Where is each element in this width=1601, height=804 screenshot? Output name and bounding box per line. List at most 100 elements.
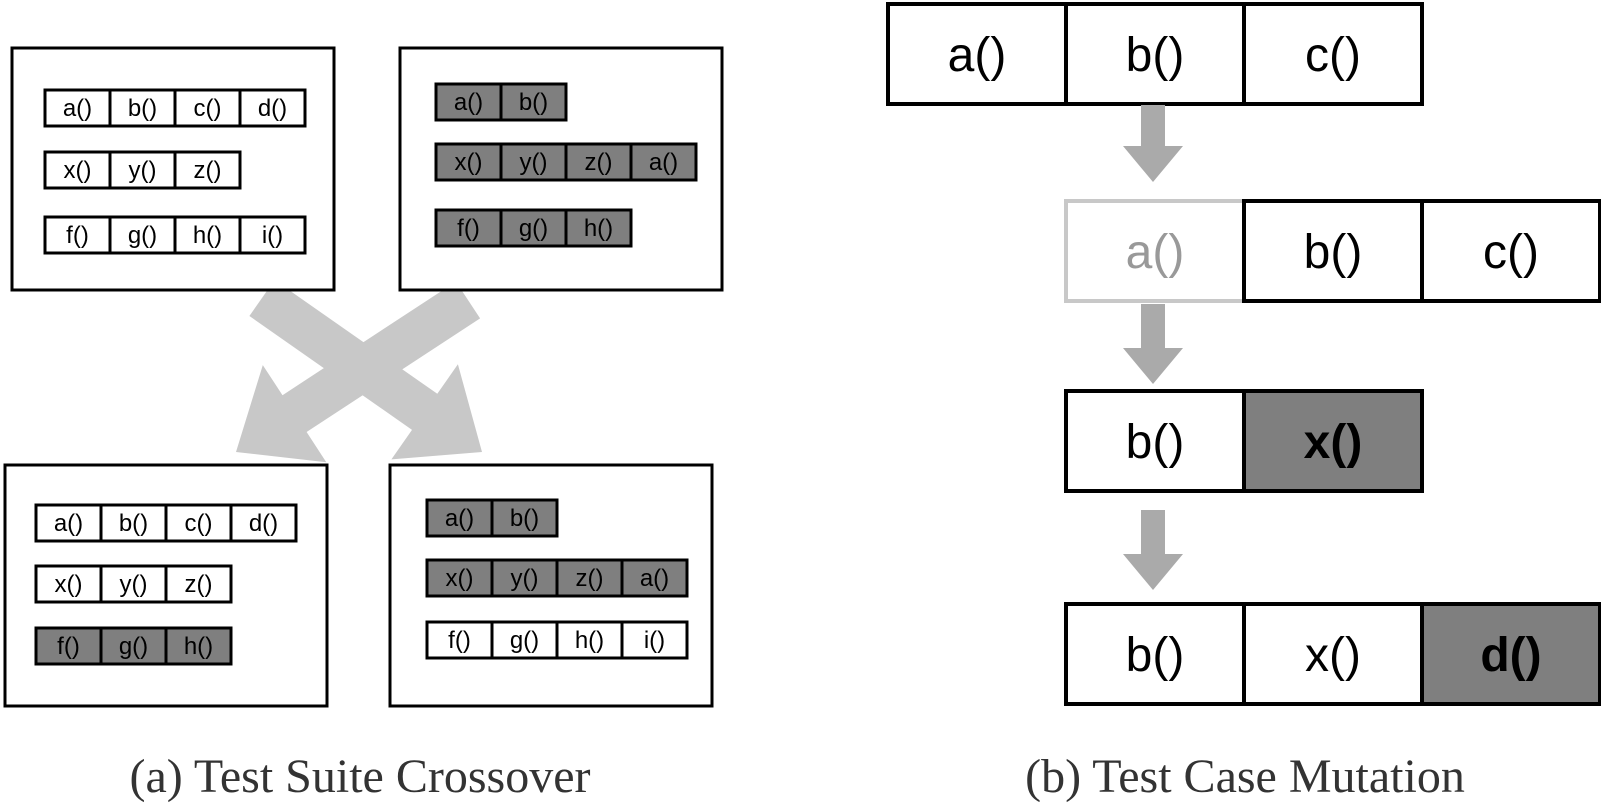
method-call-label: z(): [185, 571, 213, 598]
mutation-arrow: [1123, 105, 1183, 182]
method-call-label: c(): [194, 95, 222, 122]
method-call-label: a(): [54, 510, 83, 537]
test-case-row: x() y() z() a(): [425, 558, 689, 598]
method-call-label: d(): [258, 95, 287, 122]
method-call-cell: [238, 215, 307, 255]
method-call-label: a(): [63, 95, 92, 122]
method-call-cell: [229, 503, 298, 543]
test-case-row: f() g() h(): [34, 626, 233, 666]
test-case-row: x() y() z(): [43, 150, 242, 190]
method-call-cell: [164, 564, 233, 604]
mutation-step: b() x(): [1064, 389, 1424, 493]
method-call-label: y(): [129, 157, 157, 184]
method-call-label: b(): [119, 510, 148, 537]
method-call-label: b(): [519, 89, 548, 116]
method-call-label: a(): [948, 29, 1007, 82]
method-call-label: y(): [120, 571, 148, 598]
test-case-row: f()g()h(): [434, 208, 633, 248]
method-call-cell: [108, 215, 177, 255]
test-case-row: f() g() h() i(): [425, 620, 689, 660]
test-case-row: a()b()c()d(): [34, 503, 298, 543]
method-call-cell: [1064, 199, 1246, 303]
method-call-label: a(): [445, 505, 474, 532]
crossover-arrow-body-right: [249, 280, 482, 460]
method-call-cell: [499, 82, 568, 122]
method-call-label: i(): [644, 627, 665, 654]
method-call-label: h(): [184, 633, 213, 660]
method-call-cell: [1242, 602, 1424, 706]
test-case-row: a() b() c() d(): [43, 88, 307, 128]
mutation-steps: a()b()c()a()b()c()b()x()b()x()d(): [886, 2, 1601, 706]
method-call-cell: [555, 620, 624, 660]
method-call-label: x(): [455, 149, 483, 176]
method-call-label: h(): [575, 627, 604, 654]
method-call-label: g(): [119, 633, 148, 660]
method-call-cell: [108, 88, 177, 128]
mutation-step: b() x() d(): [1064, 602, 1601, 706]
method-call-cell: [490, 558, 559, 598]
method-call-label: i(): [262, 222, 283, 249]
method-call-cell: [164, 626, 233, 666]
method-call-label: x(): [55, 571, 83, 598]
test-case-row: f()g()h()i(): [43, 215, 307, 255]
method-call-label: x(): [1304, 416, 1363, 469]
method-call-cell: [629, 142, 698, 182]
method-call-label: y(): [520, 149, 548, 176]
method-call-cell: [490, 498, 559, 538]
method-call-cell: [34, 626, 103, 666]
method-call-label: c(): [1305, 29, 1361, 82]
method-call-label: f(): [57, 633, 80, 660]
method-call-cell: [238, 88, 307, 128]
method-call-label: d(): [249, 510, 278, 537]
method-call-cell: [434, 208, 503, 248]
method-call-label: b(): [128, 95, 157, 122]
method-call-cell: [1242, 2, 1424, 106]
parent-suite-right-tests: a() b() x() y() z() a() f()g()h(): [434, 82, 698, 248]
method-call-label: g(): [128, 222, 157, 249]
method-call-cell: [108, 150, 177, 190]
method-call-label: x(): [446, 565, 474, 592]
method-call-cell: [620, 558, 689, 598]
parent-suite-left-tests: a()b()c()d()x()y()z()f()g()h()i(): [43, 88, 307, 255]
method-call-cell: [1420, 602, 1601, 706]
method-call-cell: [434, 142, 503, 182]
method-call-cell: [34, 503, 103, 543]
method-call-label: g(): [510, 627, 539, 654]
method-call-label: d(): [1480, 629, 1541, 682]
method-call-label: f(): [448, 627, 471, 654]
mutation-arrow: [1123, 510, 1183, 590]
method-call-cell: [1242, 389, 1424, 493]
method-call-label: b(): [1126, 416, 1185, 469]
child-suite-right-tests: a() b() x() y() z() a() f() g() h() i(): [425, 498, 689, 660]
method-call-label: y(): [511, 565, 539, 592]
test-case-row: a() b(): [425, 498, 559, 538]
mutation-panel: a()b()c()a()b()c()b()x()b()x()d() (b) Te…: [886, 2, 1601, 803]
method-call-cell: [164, 503, 233, 543]
method-call-label: z(): [194, 157, 222, 184]
method-call-label: z(): [576, 565, 604, 592]
method-call-label: x(): [64, 157, 92, 184]
method-call-cell: [99, 564, 168, 604]
method-call-label: z(): [585, 149, 613, 176]
method-call-label: a(): [640, 565, 669, 592]
method-call-label: a(): [454, 89, 483, 116]
method-call-cell: [1064, 389, 1246, 493]
method-call-cell: [1064, 2, 1246, 106]
crossover-arrow-to-right-child: [249, 280, 482, 460]
method-call-label: x(): [1305, 629, 1361, 682]
test-case-row: x()y()z()a(): [434, 142, 698, 182]
method-call-label: f(): [457, 215, 480, 242]
test-case-row: a() b(): [434, 82, 568, 122]
method-call-label: a(): [1126, 226, 1185, 279]
method-call-label: h(): [193, 222, 222, 249]
mutation-step: a()b()c(): [886, 2, 1424, 106]
method-call-label: c(): [1483, 226, 1539, 279]
method-call-cell: [555, 558, 624, 598]
method-call-cell: [620, 620, 689, 660]
method-call-cell: [564, 208, 633, 248]
method-call-label: b(): [510, 505, 539, 532]
crossover-arrows: [236, 280, 482, 463]
method-call-label: h(): [584, 215, 613, 242]
method-call-label: b(): [1304, 226, 1363, 279]
method-call-label: b(): [1126, 629, 1185, 682]
